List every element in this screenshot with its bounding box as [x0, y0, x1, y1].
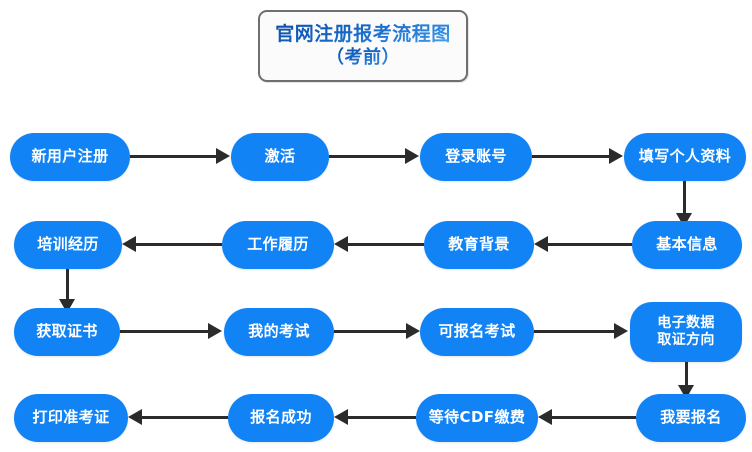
- edge-available-exams-to-forensics: [534, 330, 616, 333]
- node-work-history[interactable]: 工作履历: [222, 221, 334, 269]
- edge-cdf-to-registration-successful: [348, 416, 416, 419]
- node-registration-successful[interactable]: 报名成功: [228, 394, 334, 442]
- arrowhead-activate-to-login: [405, 148, 419, 164]
- arrowhead-cdf-to-registration-successful: [334, 409, 348, 425]
- edge-personal-info-to-basic-info: [683, 181, 686, 218]
- chart-title-card: 官网注册报考流程图 （考前）: [258, 10, 468, 82]
- node-activate[interactable]: 激活: [231, 133, 329, 181]
- node-obtain-certificate[interactable]: 获取证书: [14, 308, 120, 356]
- edge-certificate-to-my-exams: [120, 330, 210, 333]
- arrowhead-available-exams-to-forensics: [614, 323, 628, 339]
- arrowhead-certificate-to-my-exams: [208, 323, 222, 339]
- arrowhead-i-want-register-to-cdf: [538, 409, 552, 425]
- node-available-exams[interactable]: 可报名考试: [420, 308, 534, 356]
- edge-new-user-to-activate: [130, 155, 218, 158]
- edge-registration-successful-to-print: [142, 416, 228, 419]
- edge-training-to-certificate: [66, 269, 69, 304]
- node-fill-personal-info[interactable]: 填写个人资料: [624, 133, 746, 181]
- node-basic-information[interactable]: 基本信息: [632, 221, 742, 269]
- edge-forensics-to-i-want-register: [685, 362, 688, 390]
- node-login-account[interactable]: 登录账号: [420, 133, 532, 181]
- node-training-experience[interactable]: 培训经历: [14, 221, 122, 269]
- edge-login-to-personal-info: [532, 155, 611, 158]
- arrowhead-login-to-personal-info: [609, 148, 623, 164]
- edge-i-want-register-to-cdf: [552, 416, 636, 419]
- edge-activate-to-login: [329, 155, 407, 158]
- node-my-exams[interactable]: 我的考试: [224, 308, 334, 356]
- edge-education-to-work-history: [348, 243, 424, 246]
- node-electronic-data-forensics[interactable]: 电子数据 取证方向: [630, 302, 742, 362]
- node-new-user-registration[interactable]: 新用户注册: [10, 133, 130, 181]
- arrowhead-education-to-work-history: [334, 236, 348, 252]
- edge-basic-info-to-education: [548, 243, 632, 246]
- node-waiting-cdf-payment[interactable]: 等待CDF缴费: [416, 394, 538, 442]
- arrowhead-basic-info-to-education: [534, 236, 548, 252]
- arrowhead-work-history-to-training: [122, 236, 136, 252]
- edge-my-exams-to-available-exams: [334, 330, 408, 333]
- arrowhead-registration-successful-to-print: [128, 409, 142, 425]
- chart-title-line-2: （考前）: [326, 46, 400, 68]
- arrowhead-my-exams-to-available-exams: [406, 323, 420, 339]
- node-education-background[interactable]: 教育背景: [424, 221, 534, 269]
- arrowhead-new-user-to-activate: [216, 148, 230, 164]
- node-i-want-to-register[interactable]: 我要报名: [636, 394, 746, 442]
- edge-work-history-to-training: [136, 243, 222, 246]
- chart-title-line-1: 官网注册报考流程图: [275, 23, 451, 46]
- node-print-admission-ticket[interactable]: 打印准考证: [14, 394, 128, 442]
